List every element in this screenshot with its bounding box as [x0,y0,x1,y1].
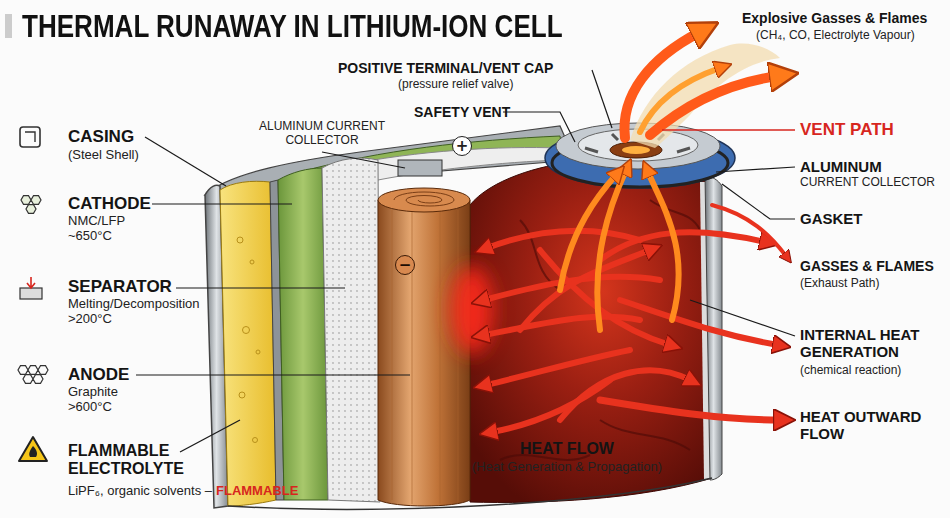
leader-line [322,152,405,168]
separator-icon [20,288,42,299]
part-label: (Exhaust Path) [800,277,879,291]
leader-line [722,184,795,219]
flame-arrow [640,68,720,132]
terminal-sign: − [399,258,412,273]
part-label: CATHODE [68,194,151,214]
part-label: ALUMINUM [800,158,882,175]
part-label: ALUMINUM CURRENT COLLECTOR [252,120,392,148]
part-label: INTERNAL HEAT GENERATION [800,326,950,361]
heat-arrow [487,231,640,248]
anode-roll [378,200,470,506]
part-label: Graphite >600°C [68,385,138,415]
cathode-layer [278,168,328,500]
part-label: ANODE [68,365,129,385]
leader-line [145,137,226,186]
bubble [243,327,250,334]
vent-arrow [648,172,679,320]
part-label: Melting/Decomposition >200°C [68,297,228,327]
roll-lines [392,210,458,504]
leader-line [592,70,612,128]
part-label: HEAT OUTWARD FLOW [800,408,940,443]
part-label: FLAMMABLE ELECTROLYTE [68,442,198,479]
flame-icon [29,446,37,457]
shell-bottom [228,478,712,509]
vent-leader [662,129,795,131]
casing-icon [25,132,35,142]
part-label: NMC/LFP ~650°C [68,214,143,244]
leader-line [716,167,795,172]
part-label: SEPARATOR [68,277,172,297]
bubble [239,392,245,398]
bubble [253,438,258,443]
heat-outward-arrow [600,232,765,260]
leader-line [690,300,795,336]
leader-line [136,374,410,375]
diagram-title: THERMAL RUNAWAY IN LITHIUM-ION CELL [22,9,563,45]
part-label: FLAMMABLE [216,484,298,499]
electrolyte-layer [220,181,276,506]
part-label: (pressure relief valve) [398,78,513,92]
part-label: (Heat Generation & Propagation) [447,460,687,475]
terminal-circle: + [452,136,472,156]
part-label: GASSES & FLAMES [800,258,934,274]
flame-arrow [650,76,778,135]
leader-line [180,420,240,452]
part-label: VENT PATH [800,120,894,140]
casing-icon [20,127,40,147]
part-label: (Steel Shell) [68,148,139,163]
part-label: HEAT FLOW [447,440,687,458]
heat-glow [450,265,494,355]
anode-icon [18,366,48,384]
bubble [250,260,254,264]
part-label: GASKET [800,210,863,227]
part-label: CASING [68,127,134,147]
part-label: SAFETY VENT [414,104,510,120]
part-label: (chemical reaction) [800,364,901,378]
bubble [256,350,260,354]
roll-top [378,188,470,212]
warning-icon [19,437,47,461]
part-label: LiPF₆, organic solvents – [68,484,212,499]
heat-arrow [520,250,650,330]
roll-spiral [394,192,454,206]
cathode-icon [21,196,41,214]
leader-line [152,203,292,204]
part-label: (CH₄, CO, Electrolyte Vapour) [756,29,915,43]
heat-outward-arrow [600,400,780,420]
part-label: Explosive Gasses & Flames [742,10,927,26]
terminal-circle: − [395,255,415,275]
terminal-sign: + [456,139,469,154]
separator-icon [27,277,35,288]
vent-arrow [560,175,616,290]
separator-layer [322,158,380,502]
part-label: POSITIVE TERMINAL/VENT CAP [338,60,553,76]
bubble [237,237,243,243]
leader-line [503,112,575,142]
vent-fire [622,146,650,154]
title-bar [5,14,12,38]
exhaust-arrow [712,205,786,256]
part-label: CURRENT COLLECTOR [800,176,935,190]
leader-line [176,287,345,288]
heat-arrow [540,250,670,345]
